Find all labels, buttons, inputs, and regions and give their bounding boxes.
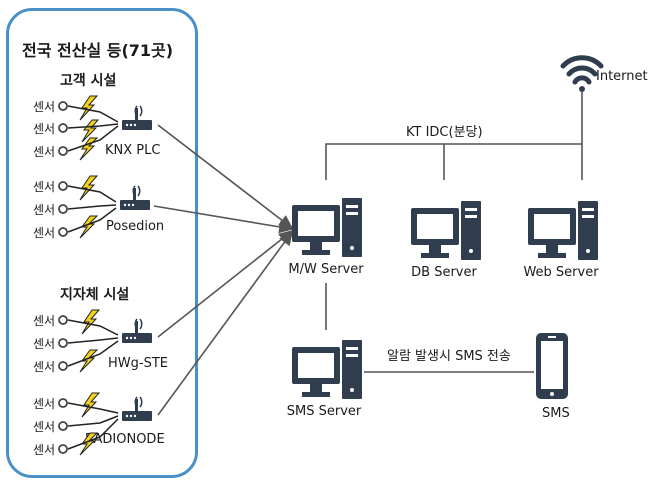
sensor-cluster-knx	[58, 95, 119, 161]
router-icon-knx	[122, 105, 152, 130]
sensor-icon	[58, 227, 68, 237]
sensor-icon	[58, 315, 68, 325]
sensor-icon	[58, 123, 68, 133]
wifi-icon	[560, 55, 604, 92]
sensor-icon	[58, 421, 68, 431]
lightning-icon	[81, 392, 101, 418]
arrow-knx-to-mw	[157, 124, 294, 229]
server-icon-db	[411, 201, 481, 260]
arrow-posedion-to-mw	[153, 205, 294, 234]
idc-label: KT IDC(분당)	[406, 125, 483, 140]
sensor-label: 센서	[33, 100, 56, 114]
sensor-icon	[58, 338, 68, 348]
arrow-hwg-to-mw	[157, 230, 294, 338]
router-icon-radionode	[122, 396, 152, 421]
sensor-icon	[58, 361, 68, 371]
sensor-label: 센서	[33, 314, 56, 328]
router-icon-hwg	[122, 318, 152, 343]
sensor-icon	[58, 204, 68, 214]
sensor-label: 센서	[33, 337, 56, 351]
server-label-db: DB Server	[411, 265, 477, 280]
lightning-icon	[81, 119, 100, 143]
sensor-cluster-radionode	[58, 392, 119, 456]
server-icon-sms	[292, 340, 362, 399]
sensor-icon	[58, 101, 68, 111]
group-title: 전국 전산실 등(71곳)	[22, 41, 174, 60]
sensor-cluster-hwg	[58, 309, 119, 373]
mobile-phone-icon	[536, 333, 568, 399]
sensor-icon	[58, 181, 68, 191]
sensor-label: 센서	[33, 360, 56, 374]
sms-device-label: SMS	[542, 406, 570, 421]
lightning-icon	[81, 309, 101, 335]
lightning-icon	[79, 137, 99, 161]
gateway-label-knx-plc: KNX PLC	[105, 143, 161, 158]
sensor-icon	[58, 146, 68, 156]
internet-label: Internet	[596, 69, 648, 84]
sensor-label: 센서	[33, 180, 56, 194]
idc-bus-line	[325, 143, 583, 180]
sensor-label: 센서	[33, 203, 56, 217]
gateway-label-posedion: Posedion	[106, 219, 165, 234]
section-title-customer: 고객 시설	[60, 73, 117, 89]
server-icon-web	[528, 201, 598, 260]
sensor-label: 센서	[33, 145, 56, 159]
arrow-radionode-to-mw	[157, 230, 293, 416]
lightning-icon	[79, 95, 99, 121]
sensor-icon	[58, 444, 68, 454]
section-title-municipal: 지자체 시설	[60, 287, 130, 303]
sensor-cluster-posedion	[58, 175, 117, 239]
sms-link-label: 알람 발생시 SMS 전송	[387, 349, 511, 364]
gateway-label-hwg-ste: HWg-STE	[108, 356, 168, 371]
server-label-mw: M/W Server	[288, 262, 364, 277]
sensor-label: 센서	[33, 397, 56, 411]
sensor-label: 센서	[33, 420, 56, 434]
router-icon-posedion	[120, 185, 150, 210]
sensor-label: 센서	[33, 226, 56, 240]
lightning-icon	[79, 175, 99, 201]
sensor-label: 센서	[33, 443, 56, 457]
server-label-web: Web Server	[523, 265, 599, 280]
sensor-label: 센서	[33, 122, 56, 136]
sensor-icon	[58, 398, 68, 408]
server-label-sms: SMS Server	[286, 404, 362, 419]
server-icon-mw	[292, 198, 362, 257]
gateway-label-radionode: RADIONODE	[85, 432, 165, 447]
facility-group-box	[6, 8, 198, 478]
